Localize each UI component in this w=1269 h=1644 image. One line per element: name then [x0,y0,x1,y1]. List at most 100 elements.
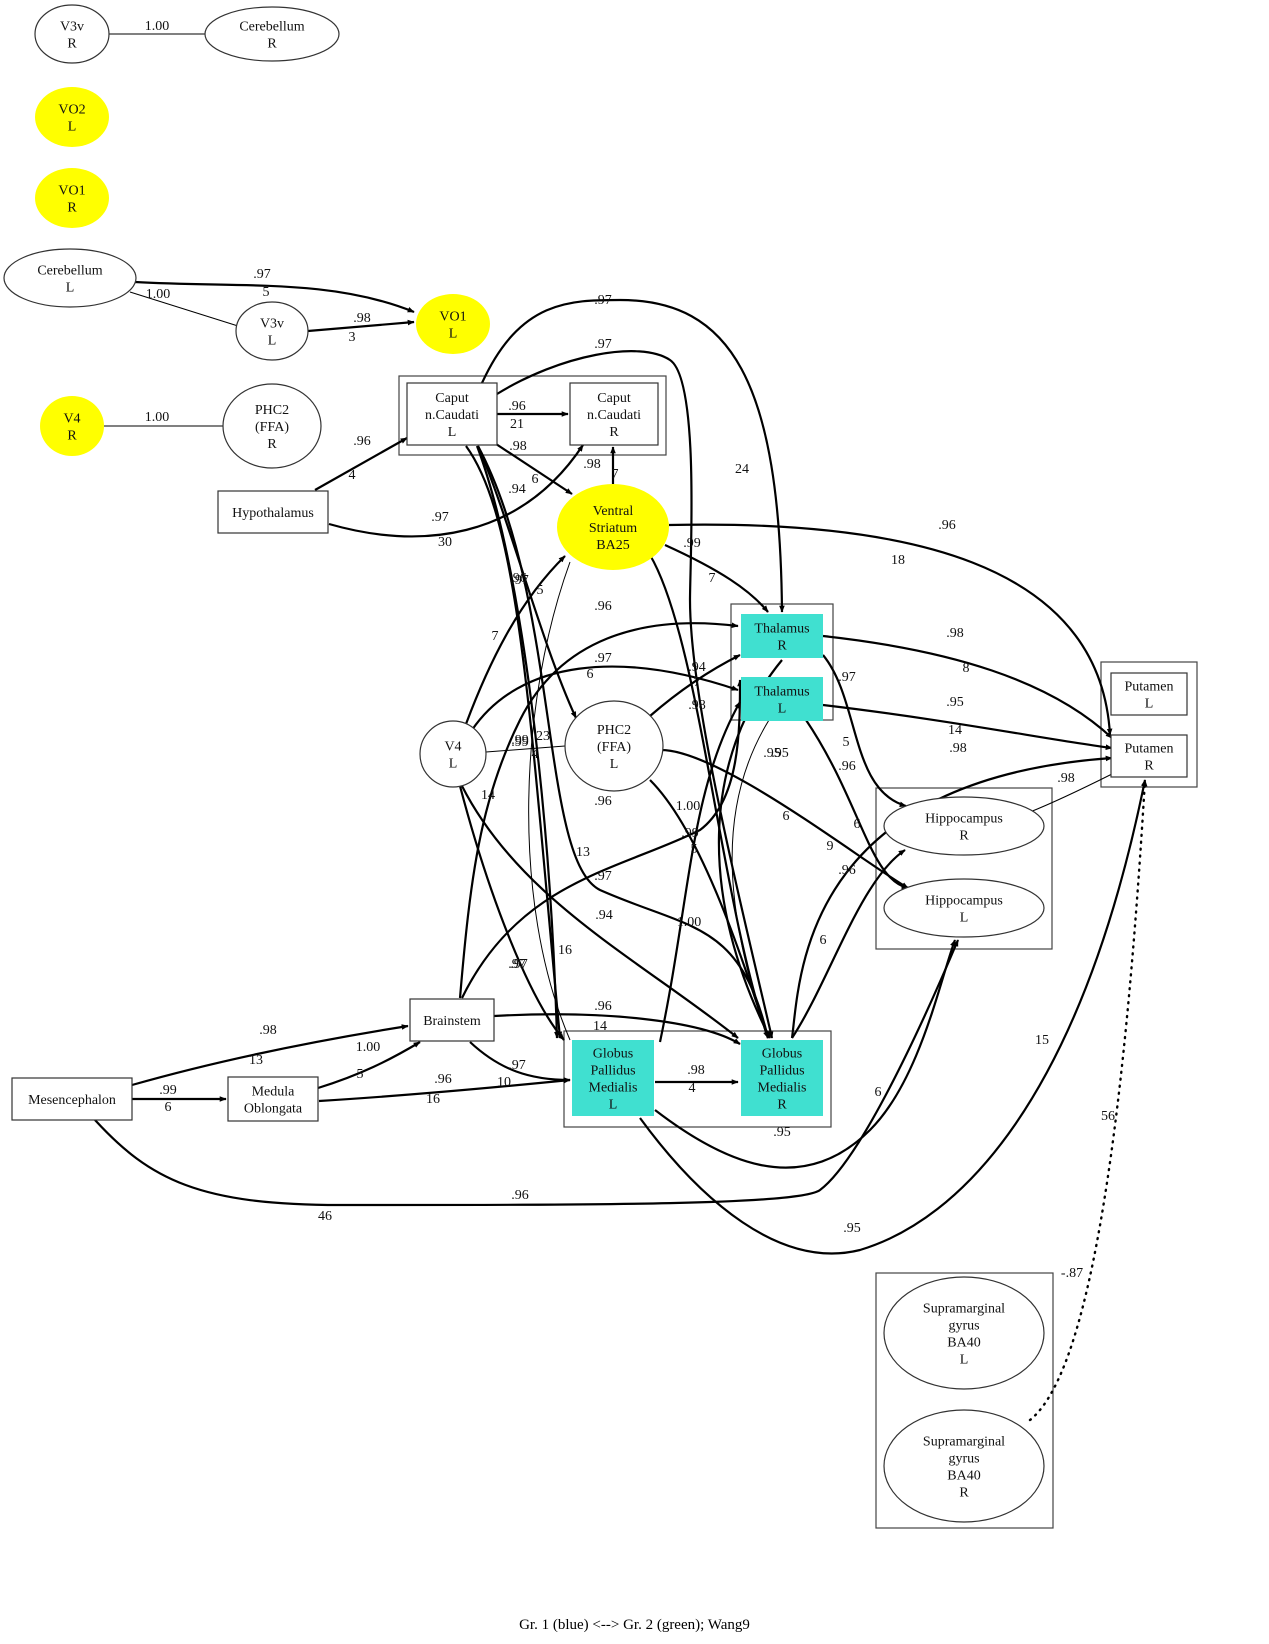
edge-weight-label: .97 [431,510,449,525]
edge-caud-l-to-gpm-r [496,350,774,1039]
edge-brainstem-to-gpm-l [469,1041,571,1083]
edge-caud-l-to-gpm-l [465,445,563,1039]
edge-weight-label: 1.00 [145,410,170,425]
node-shape-ellipse [557,484,669,570]
edge-weight-label: .95 [763,746,781,761]
node-brainstem[interactable]: Brainstem [409,998,495,1042]
node-shape-ellipse [883,1409,1045,1523]
edge-smg-r-to-put-r [1028,778,1148,1422]
edge-weight-label: .97 [510,957,528,972]
edge-weight-label: .97 [508,1058,526,1073]
node-label-line: L [268,334,277,349]
node-phc2-r[interactable]: PHC2(FFA)R [222,383,322,469]
node-v4-l[interactable]: V4L [419,720,487,788]
edge-lag-label: 7 [694,675,701,690]
graph-caption: Gr. 1 (blue) <--> Gr. 2 (green); Wang9 [519,1617,750,1633]
edge-weight-label: .98 [688,698,706,713]
node-label-line: L [610,757,619,772]
edge-hypoth-to-caud-l [314,437,408,491]
edge-lag-label: 5 [263,285,270,300]
node-label-line: L [449,327,458,342]
node-label-line: R [1144,759,1154,774]
node-label-line: PHC2 [597,723,631,738]
node-label-line: Hippocampus [925,894,1003,909]
edge-weight-label: .98 [949,741,967,756]
node-label-line: gyrus [948,1452,979,1467]
node-label-line: Brainstem [423,1014,481,1029]
nodes-layer: V3vRCerebellumRVO2LVO1RCerebellumLV3vLVO… [3,4,1188,1523]
edge-weight-label: .99 [511,733,529,748]
node-shape-ellipse [883,1276,1045,1390]
edge-weight-label: .97 [508,957,526,972]
node-mesen[interactable]: Mesencephalon [11,1077,133,1121]
node-label-line: R [67,429,77,444]
node-label-line: Pallidus [759,1064,804,1079]
node-label-line: Ventral [593,504,634,519]
node-shape-ellipse [222,383,322,469]
edge-weight-label: .99 [159,1083,177,1098]
node-shape-ellipse [35,168,109,228]
node-label-line: Putamen [1125,680,1174,695]
edge-weight-label: 1.00 [677,915,702,930]
node-shape-ellipse [564,700,664,792]
edge-weight-label: .97 [594,337,612,352]
edge-lag-label: 4 [689,1081,696,1096]
node-shape-ellipse [419,720,487,788]
edge-weight-label: .97 [594,869,612,884]
edge-weight-label: .98 [687,1063,705,1078]
node-shape-box [1110,734,1188,778]
edge-hipp-r-to-put-r [1029,773,1113,813]
node-label-line: Striatum [589,521,637,536]
node-label-line: Thalamus [754,622,809,637]
edge-thal-r-to-hipp-r [822,654,907,808]
node-label-line: PHC2 [255,403,289,418]
node-shape-box [227,1076,319,1122]
node-v4-r[interactable]: V4R [40,396,104,456]
edge-weight-label: .96 [508,399,526,414]
node-shape-ellipse [40,396,104,456]
node-label-line: Mesencephalon [28,1093,116,1108]
edge-lag-label: 16 [426,1092,440,1107]
edge-caud-l-to-gpm-l [475,445,560,1039]
node-hypoth[interactable]: Hypothalamus [217,490,329,534]
edge-weight-label: .98 [259,1023,277,1038]
node-label-line: Hypothalamus [232,506,314,521]
edge-mesen-to-brainstem [131,1024,409,1087]
edge-weight-label: .99 [681,826,699,841]
node-phc2-l[interactable]: PHC2(FFA)L [564,700,664,792]
edge-thal-l-to-put-r [822,703,1113,750]
edge-caud-l-to-vs [489,439,573,495]
edge-weight-label: .97 [838,670,856,685]
node-label-line: R [67,201,77,216]
node-label-line: VO1 [58,184,85,199]
node-label-line: (FFA) [255,420,289,435]
node-label-line: L [66,281,75,296]
node-label-line: Oblongata [244,1102,303,1117]
node-label-line: R [267,37,277,52]
edge-lag-label: 23 [536,729,550,744]
edge-lag-label: 5 [691,842,698,857]
edge-weight-label: .98 [583,457,601,472]
node-shape-box [406,382,498,446]
